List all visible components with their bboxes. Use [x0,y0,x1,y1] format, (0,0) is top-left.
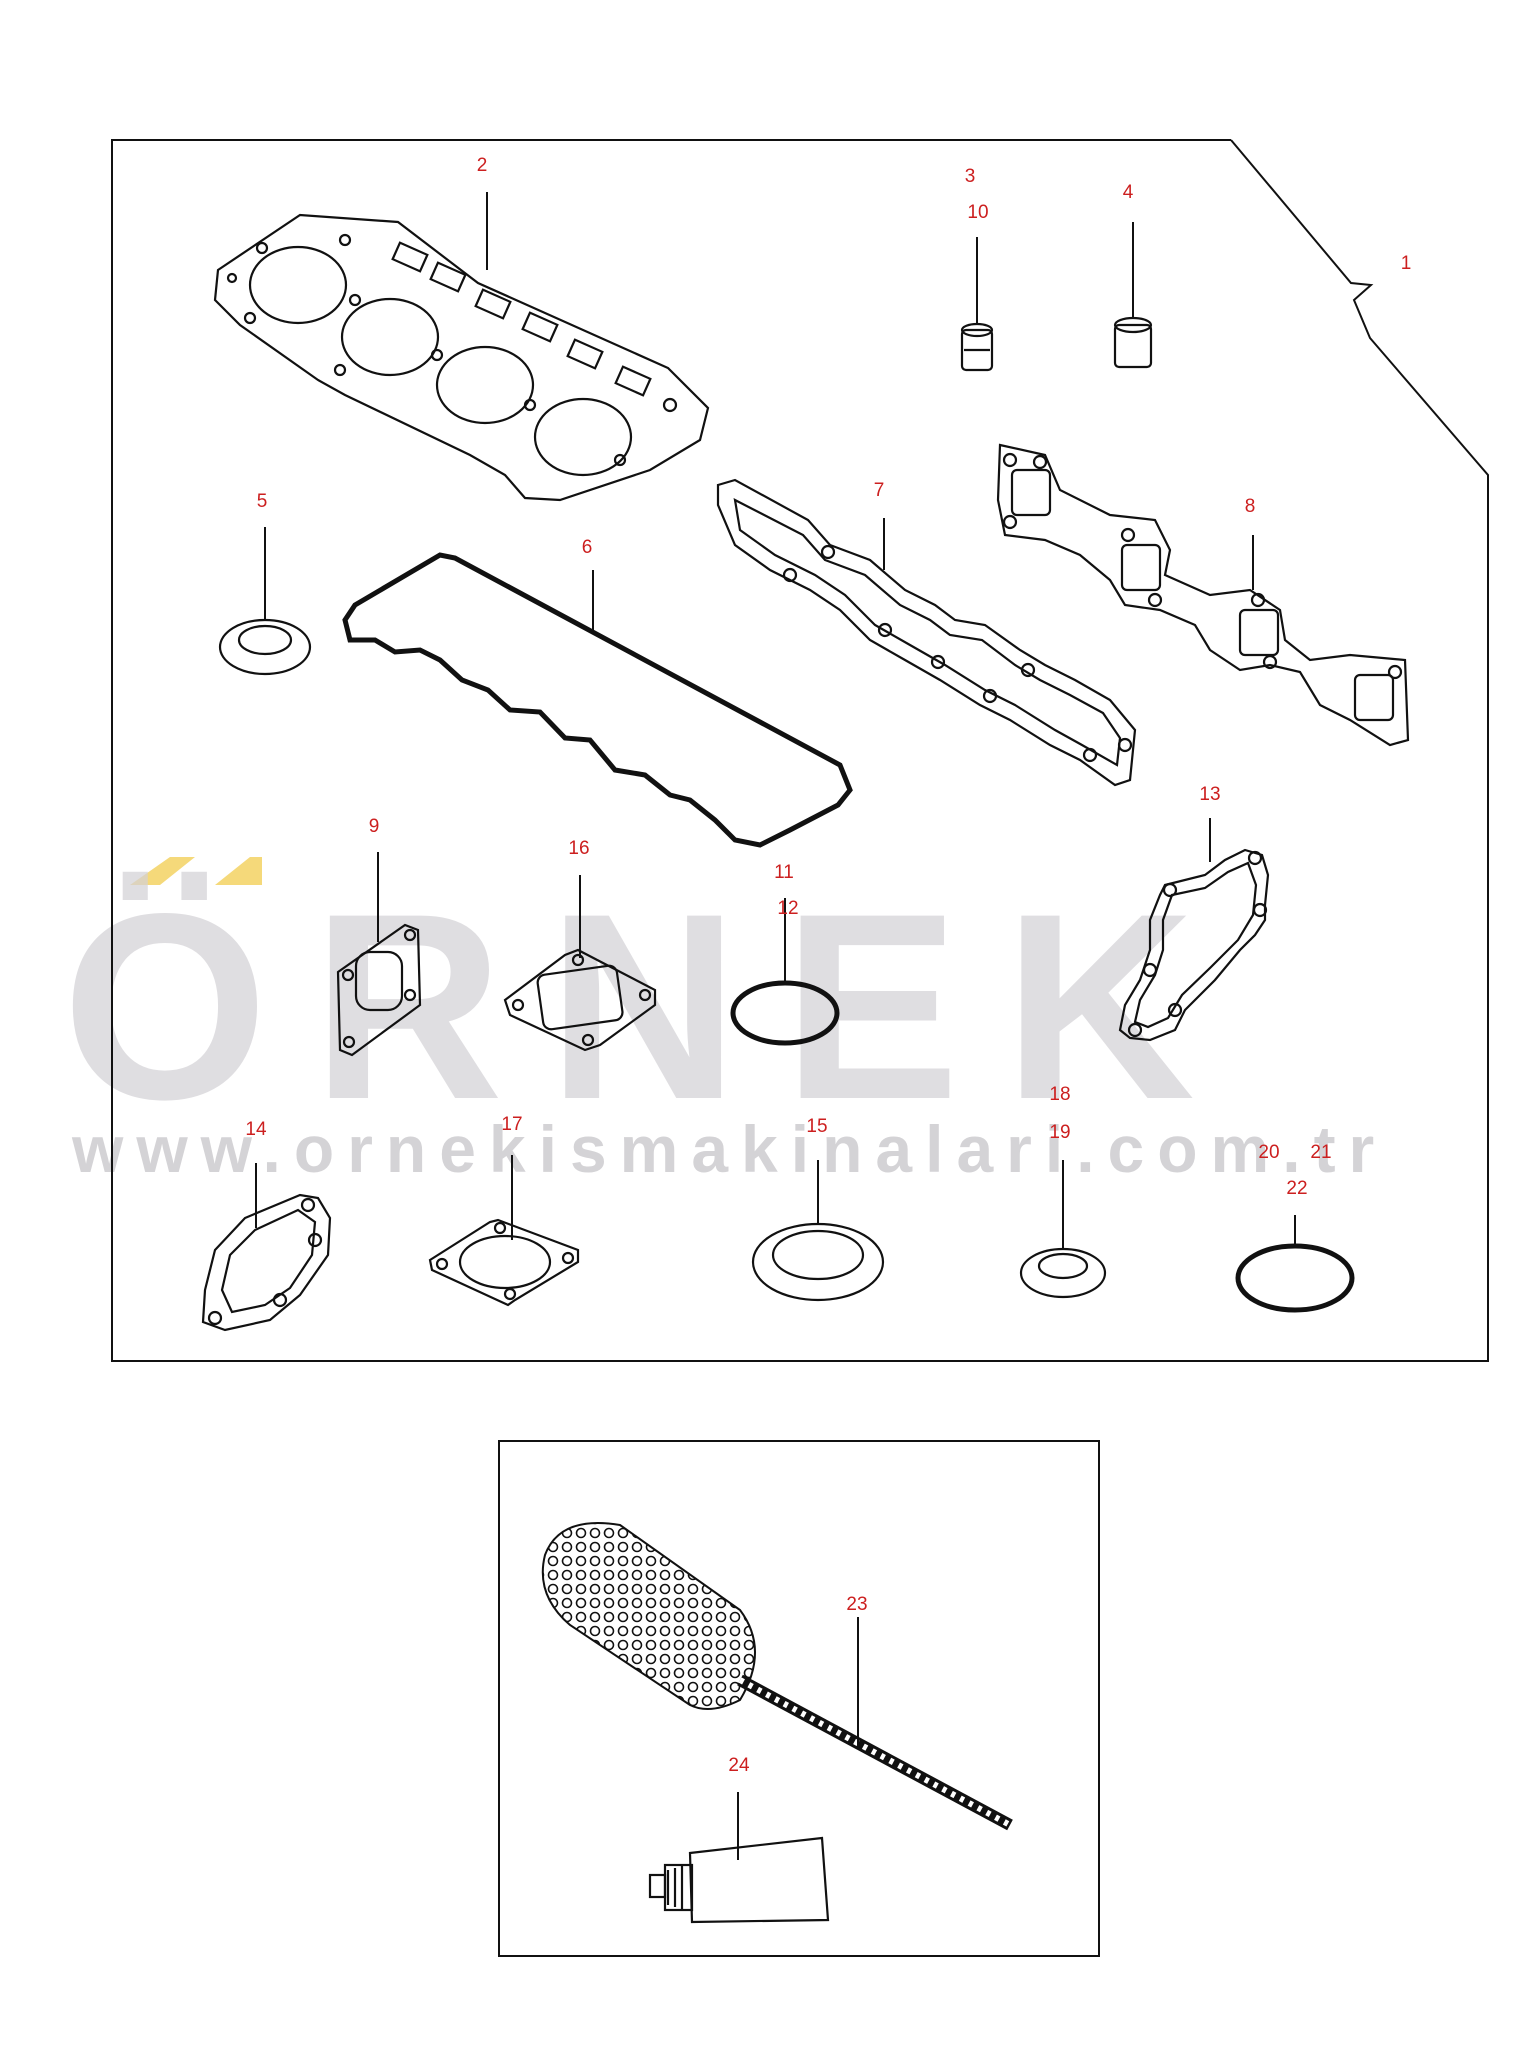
callout-12: 12 [777,898,798,919]
valve-stem-seal [960,322,994,372]
callout-11: 11 [774,862,794,883]
cleaning-brush [541,1522,1013,1831]
callout-13: 13 [1199,784,1220,805]
flange-gasket-17 [428,1218,580,1307]
callout-14: 14 [245,1119,267,1140]
leader-lines [255,192,1296,1860]
callout-10: 10 [967,202,988,223]
callout-3: 3 [965,166,976,187]
callout-15: 15 [806,1116,827,1137]
oil-seal-5 [218,618,312,676]
callout-20: 20 [1258,1142,1279,1163]
callout-1: 1 [1401,253,1412,274]
callout-24: 24 [728,1755,750,1776]
callout-18: 18 [1049,1084,1070,1105]
o-ring-22 [1235,1243,1355,1313]
rocker-cover-gasket [342,552,853,848]
callout-16: 16 [568,838,589,859]
watermark-accent-left [130,857,195,885]
watermark-url: www.ornekismakinalari.com.tr [71,1112,1387,1186]
exhaust-manifold-gasket [996,443,1410,747]
callout-9: 9 [369,816,380,837]
callout-2: 2 [477,155,488,176]
callout-6: 6 [582,537,593,558]
callout-19: 19 [1049,1122,1070,1143]
watermark-accent-right [215,857,262,885]
callout-7: 7 [874,480,885,501]
callout-4: 4 [1123,182,1134,203]
watermark-brand: ÖRNEK [62,859,1239,1155]
callout-21: 21 [1310,1142,1331,1163]
kit-frame [111,139,1489,1362]
watermark: ÖRNEK www.ornekismakinalari.com.tr [62,857,1387,1186]
intake-manifold-gasket [716,478,1137,787]
callouts: 1 2 3 10 4 5 6 7 8 9 16 11 12 13 14 17 1… [245,155,1411,1776]
sealant-tube [648,1836,830,1924]
callout-22: 22 [1286,1178,1307,1199]
tools-frame [498,1440,1100,1957]
sleeve [1113,316,1153,369]
gasket-plate-9 [336,923,422,1057]
flange-gasket-16 [503,948,657,1052]
callout-8: 8 [1245,496,1256,517]
gasket-14 [201,1193,332,1332]
cylinder-head-gasket [213,213,710,502]
callout-17: 17 [501,1114,522,1135]
water-pump-gasket [1118,848,1270,1042]
callout-23: 23 [846,1594,867,1615]
washer-15 [751,1222,885,1302]
callout-5: 5 [257,491,268,512]
washer-19 [1019,1247,1107,1299]
